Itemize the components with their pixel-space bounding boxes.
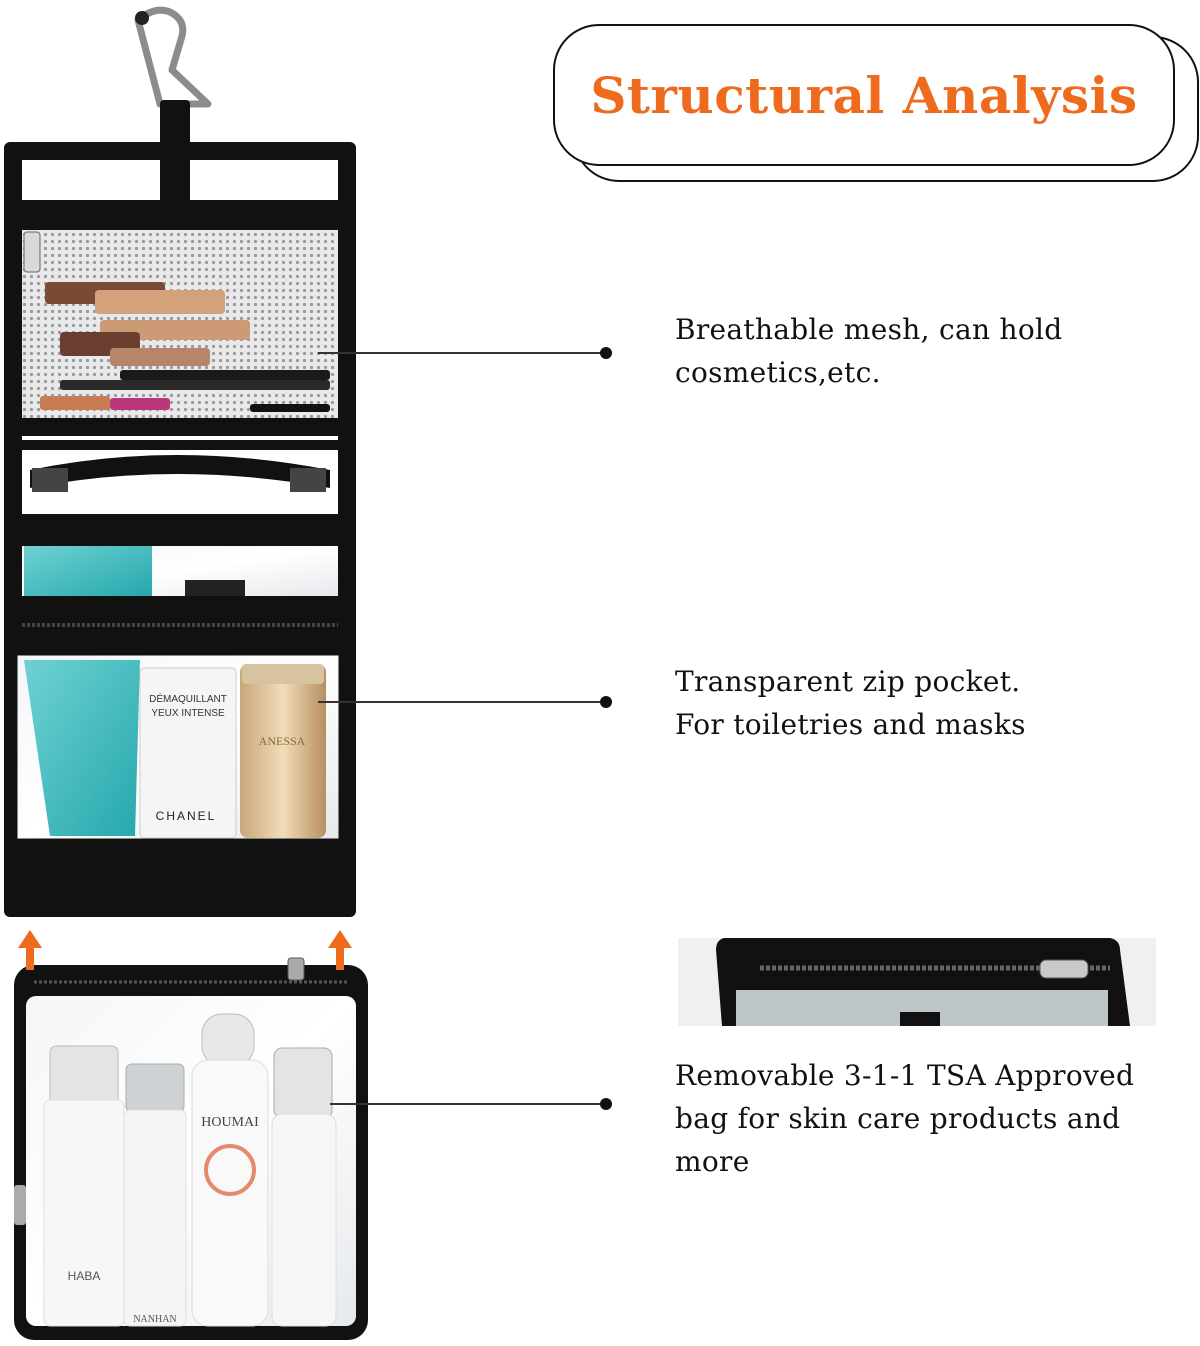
title-badge: Structural Analysis xyxy=(553,24,1199,182)
attach-arrows xyxy=(18,930,352,970)
callout-line-mesh xyxy=(318,352,606,354)
zipper-detail-inset xyxy=(678,938,1156,1026)
toiletries xyxy=(24,660,326,839)
callout-line-zip-pocket xyxy=(318,701,606,703)
callout-dot-tsa-bag xyxy=(600,1098,612,1110)
tsa-bag: HABA NANHAN HOUMAI xyxy=(14,957,368,1340)
remover-label: DÉMAQUILLANT xyxy=(149,692,227,705)
bottle1-brand: HABA xyxy=(68,1269,101,1283)
skincare-bottles xyxy=(43,1013,337,1327)
caption-line: bag for skin care products and xyxy=(675,1102,1121,1135)
callout-line-tsa-bag xyxy=(330,1103,606,1105)
callout-dot-mesh xyxy=(600,347,612,359)
caption-line: For toiletries and masks xyxy=(675,708,1026,741)
callout-dot-zip-pocket xyxy=(600,696,612,708)
spray-brand: HOUMAI xyxy=(201,1115,259,1130)
arrow-up-left-icon xyxy=(18,930,42,970)
makeup-brushes xyxy=(40,282,330,412)
organizer-body: DÉMAQUILLANT YEUX INTENSE CHANEL ANESSA xyxy=(4,140,356,917)
remover-brand: CHANEL xyxy=(156,809,217,823)
sunscreen-brand: ANESSA xyxy=(259,734,306,748)
feature-caption-zip-pocket: Transparent zip pocket. For toiletries a… xyxy=(675,660,1026,746)
caption-line: Removable 3-1-1 TSA Approved xyxy=(675,1059,1135,1092)
page-title: Structural Analysis xyxy=(590,65,1138,125)
caption-line: Breathable mesh, can hold xyxy=(675,313,1063,346)
feature-caption-tsa-bag: Removable 3-1-1 TSA Approved bag for ski… xyxy=(675,1054,1134,1183)
title-badge-frame: Structural Analysis xyxy=(553,24,1175,166)
bottle2-brand: NANHAN xyxy=(133,1314,176,1325)
arrow-up-right-icon xyxy=(328,930,352,970)
remover-sublabel: YEUX INTENSE xyxy=(151,708,225,719)
caption-line: more xyxy=(675,1145,750,1178)
caption-line: cosmetics,etc. xyxy=(675,356,881,389)
caption-line: Transparent zip pocket. xyxy=(675,665,1021,698)
feature-caption-mesh: Breathable mesh, can hold cosmetics,etc. xyxy=(675,308,1062,394)
